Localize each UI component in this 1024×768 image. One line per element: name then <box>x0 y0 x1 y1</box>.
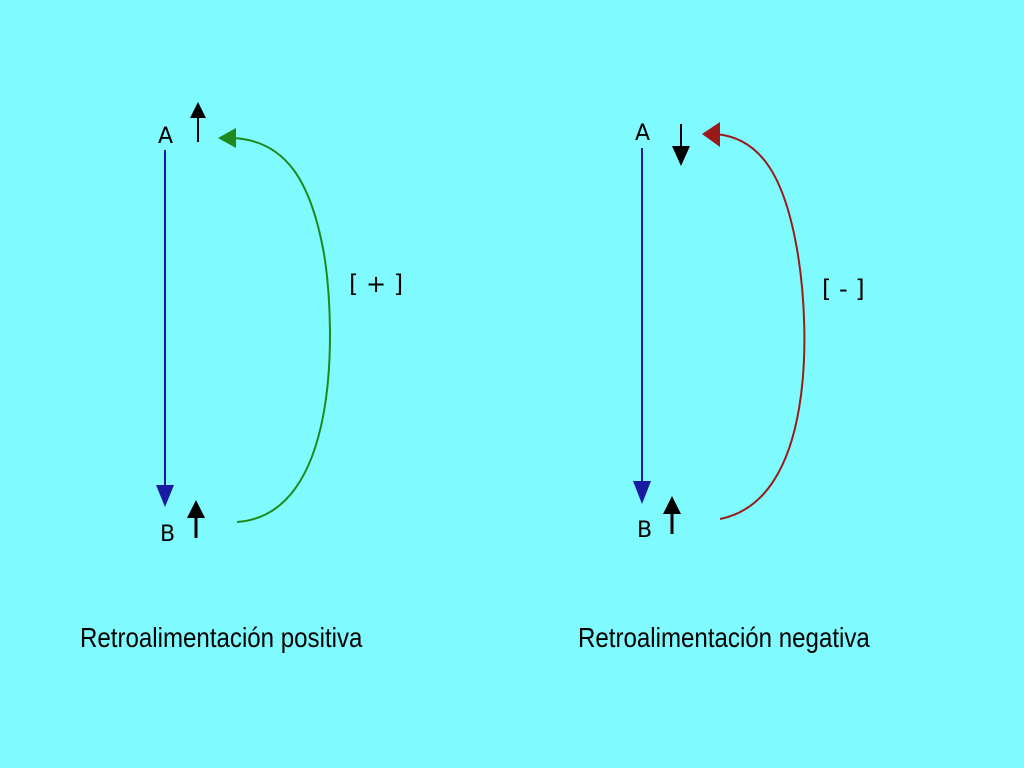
positive-feedback-diagram: A B [ + ] <box>156 102 403 547</box>
negative-feedback-diagram: A B [ - ] <box>633 121 865 543</box>
negative-caption: Retroalimentación negativa <box>578 622 870 653</box>
negative-feedback-loop-arrow <box>702 122 806 520</box>
positive-caption: Retroalimentación positiva <box>80 622 363 653</box>
positive-a-to-b-arrow <box>156 150 174 507</box>
positive-sign-label: [ + ] <box>349 270 403 298</box>
positive-a-up-arrow-icon <box>190 102 206 142</box>
positive-node-b-label: B <box>160 522 175 547</box>
negative-b-up-arrow-icon <box>663 496 681 534</box>
negative-sign-label: [ - ] <box>822 275 865 303</box>
negative-node-b-label: B <box>637 518 652 543</box>
positive-b-up-arrow-icon <box>187 500 205 538</box>
positive-node-a-label: A <box>158 124 173 149</box>
negative-node-a-label: A <box>635 121 650 146</box>
negative-a-down-arrow-icon <box>672 124 690 166</box>
negative-a-to-b-arrow <box>633 148 651 504</box>
positive-feedback-loop-arrow <box>218 128 331 523</box>
